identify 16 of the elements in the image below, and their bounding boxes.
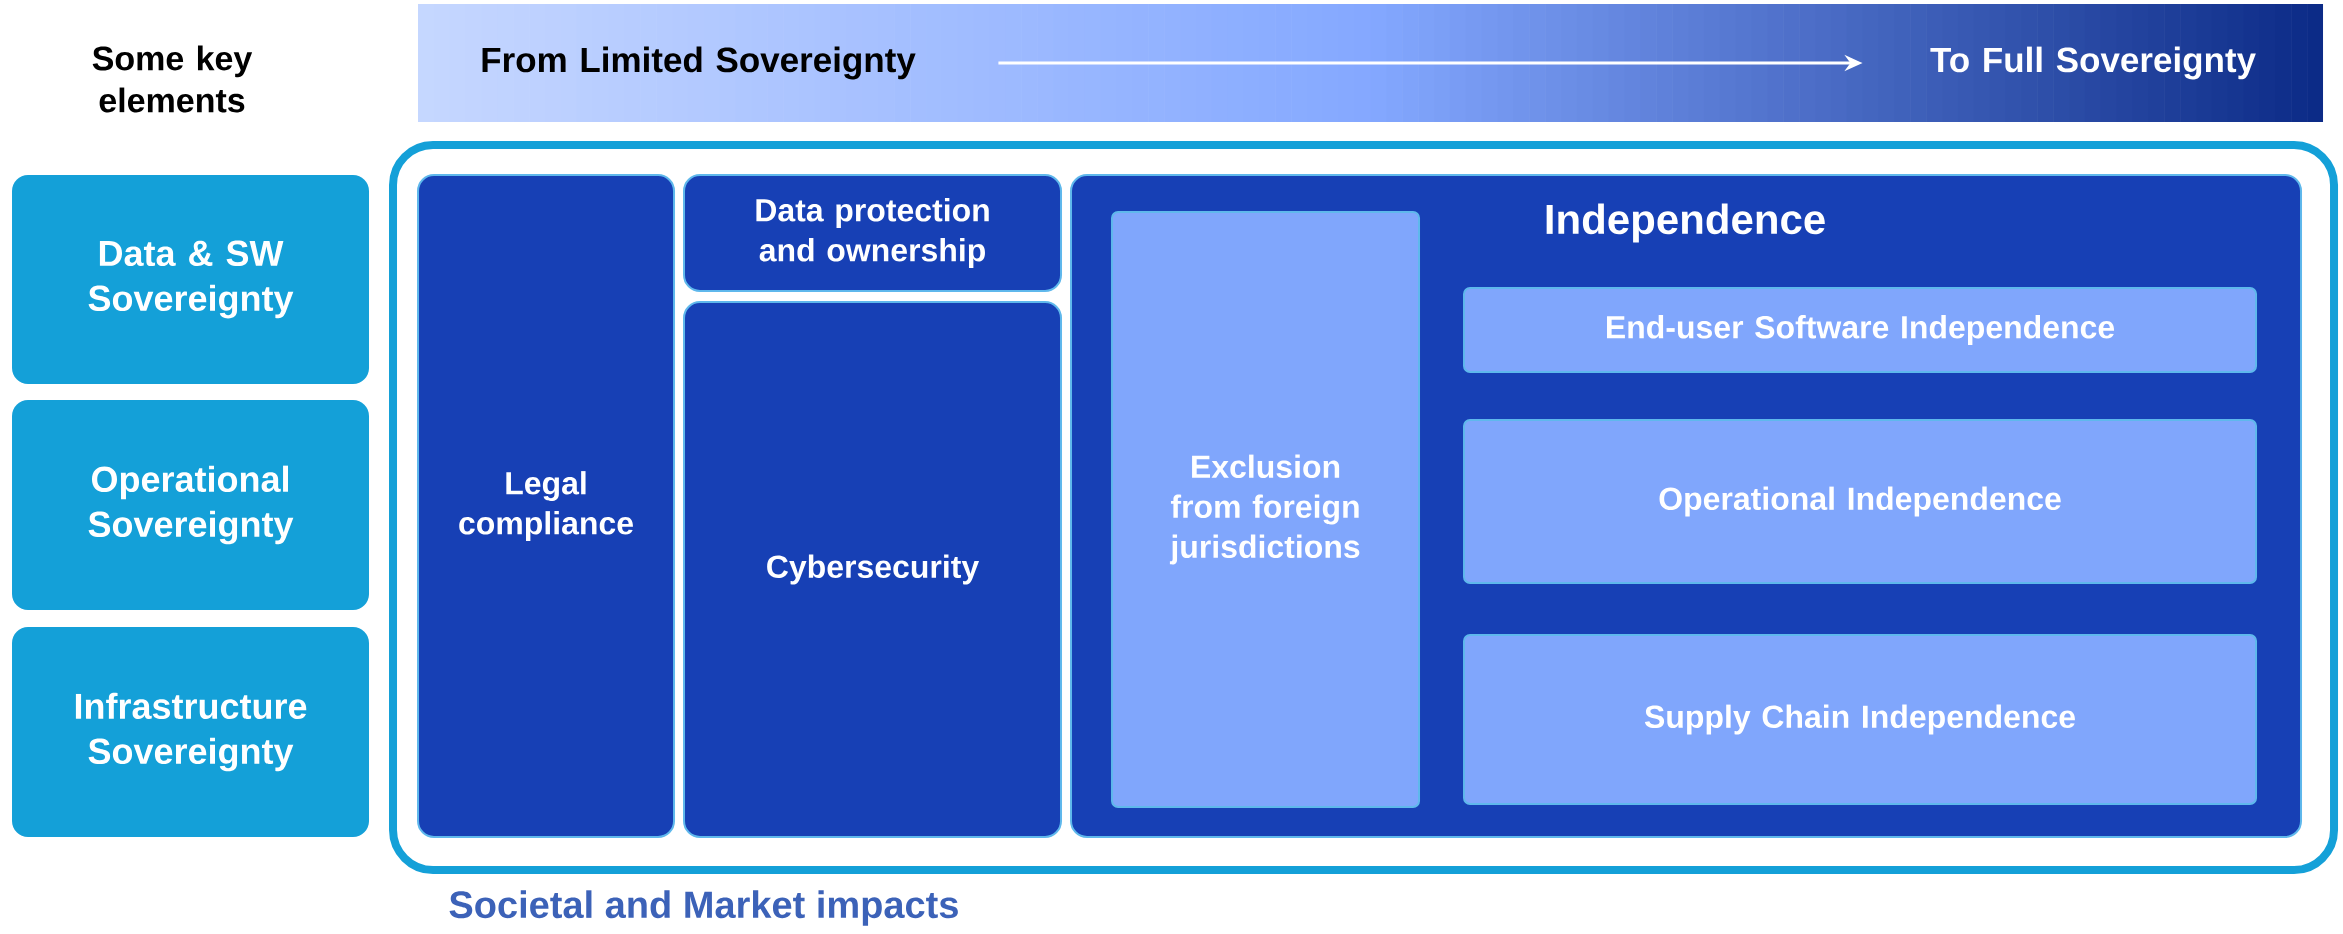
concept-box: Exclusion from foreign jurisdictions — [1111, 211, 1420, 808]
concept-box: Cybersecurity — [683, 301, 1062, 838]
concept-box: End-user Software Independence — [1463, 287, 2257, 373]
category-box: Operational Sovereignty — [12, 400, 369, 610]
band-text: From Limited Sovereignty — [482, 46, 916, 80]
concept-box: Supply Chain Independence — [1463, 634, 2257, 805]
caption-text: Some key elements — [92, 45, 253, 113]
band-text: To Full Sovereignty — [1930, 46, 2256, 80]
concept-box: Legal compliance — [417, 174, 675, 838]
concept-box: Data protection and ownership — [683, 174, 1062, 292]
heading: Societal and Market impacts — [449, 890, 958, 926]
heading: Independence — [1546, 203, 1825, 243]
concept-box: Operational Independence — [1463, 419, 2257, 584]
category-box: Data & SW Sovereignty — [12, 175, 369, 384]
category-box: Infrastructure Sovereignty — [12, 627, 369, 837]
gradient-band — [418, 4, 2323, 122]
